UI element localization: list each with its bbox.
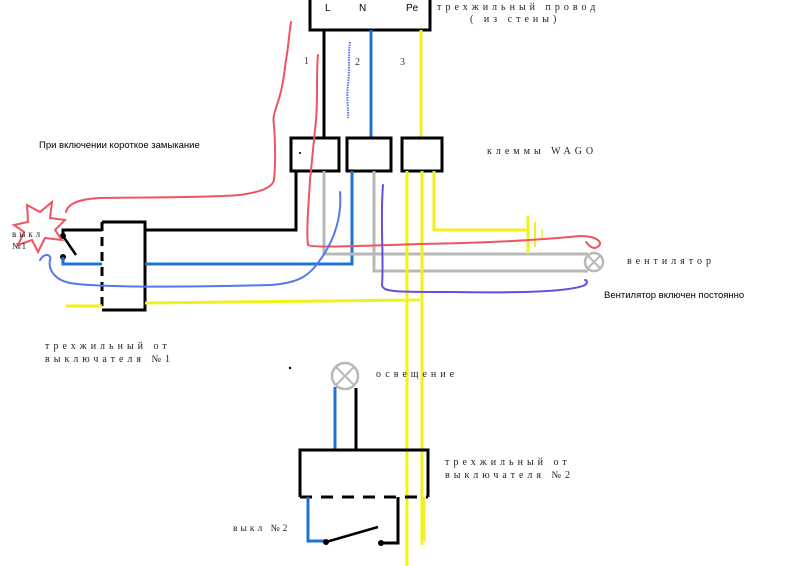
switch1-cable-label-line2: выключателя №1: [45, 354, 175, 365]
switch1-label-line2: №1: [12, 241, 28, 251]
switch2-phase-lead: [381, 497, 400, 545]
terminal-l-label: L: [325, 3, 331, 14]
terminal-pe-label: Pe: [406, 3, 419, 14]
fan-wire-2: [372, 171, 588, 273]
stray-dot: [288, 366, 292, 370]
switch2-cable-label-line1: трехжильный от: [445, 457, 571, 468]
fan-wire-1: [322, 171, 588, 256]
wago-block-pe: [400, 136, 444, 173]
short-circuit-note: При включении короткое замыкание: [39, 140, 200, 151]
switch1-phase-lead: [61, 228, 102, 238]
ground-switch1-right: [144, 298, 421, 305]
neutral-from-switch1: [145, 171, 354, 266]
wago-dot: [299, 152, 301, 154]
switch1-label-line1: выкл: [12, 229, 44, 239]
annotation-blue-switch-path: [39, 191, 342, 288]
switch2-neutral-lead: [306, 497, 326, 543]
annotation-red-fan-path: [306, 54, 601, 250]
switch1-lever: [61, 235, 78, 256]
fan-always-on-note: Вентилятор включен постоянно: [604, 290, 745, 301]
light-cross-b: [335, 366, 355, 386]
annotation-purple-path: [380, 184, 588, 294]
wago-block-l: [289, 136, 341, 173]
wire-number-2: 2: [355, 57, 360, 68]
phase-to-switch1: [145, 171, 298, 232]
wire-number-1: 1: [304, 56, 309, 67]
fan-label: вентилятор: [627, 256, 716, 267]
input-cable-label-line1: трехжильный провод: [437, 2, 600, 13]
switch2-lever: [325, 525, 379, 544]
wago-block-n: [345, 136, 393, 173]
switch2-label: выкл №2: [233, 524, 291, 534]
fan-symbol-cross-b: [587, 255, 601, 269]
wire-number-3: 3: [400, 57, 405, 68]
annotation-blue-path: [346, 41, 351, 119]
terminal-n-label: N: [359, 3, 367, 14]
switch1-neutral-lead: [61, 257, 102, 266]
ground-to-earth: [432, 171, 528, 232]
switch2-cable-label-line2: выключателя №2: [445, 470, 575, 481]
lighting-label: освещение: [376, 369, 459, 380]
short-circuit-spark-icon: [11, 199, 68, 255]
input-cable-label-line2: ( из стены): [470, 14, 561, 25]
annotation-red-short-path: [65, 21, 292, 213]
switch1-box: [102, 220, 147, 312]
switch2-box: [298, 448, 430, 497]
switch1-cable-label-line1: трехжильный от: [45, 341, 171, 352]
wago-label: клеммы WAGO: [487, 146, 598, 157]
